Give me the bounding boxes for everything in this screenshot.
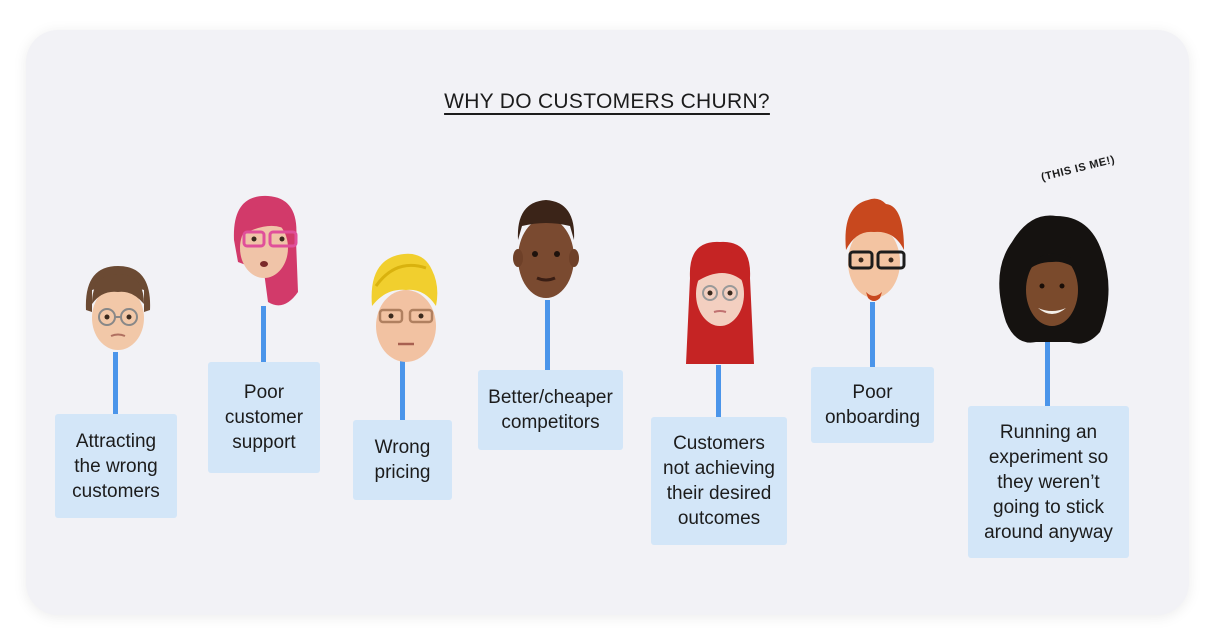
connector-line [113,352,118,414]
memoji-red-hair-black-glasses-avatar [845,198,906,301]
connector-line [716,365,721,417]
reason-box-wrong-pricing: Wrong pricing [353,420,452,500]
curly-hair-woman-photo [999,215,1109,344]
reason-box-competitors: Better/cheaper competitors [478,370,623,450]
connector-line [545,300,550,370]
connector-line [261,306,266,362]
reason-box-wrong-customers: Attracting the wrong customers [55,414,177,518]
reason-box-experiment: Running an experiment so they weren’t go… [968,406,1129,558]
reason-box-outcomes: Customers not achieving their desired ou… [651,417,787,545]
connector-line [1045,340,1050,406]
connector-line [870,302,875,367]
reason-box-customer-support: Poor customer support [208,362,320,473]
memoji-pink-hair-avatar [233,195,298,306]
diagram-title: WHY DO CUSTOMERS CHURN? [444,90,770,113]
memoji-long-red-hair-avatar [686,241,754,364]
reason-box-onboarding: Poor onboarding [811,367,934,443]
memoji-brown-bob-avatar [85,266,151,350]
connector-line [400,360,405,420]
memoji-dark-skin-avatar [513,200,579,298]
memoji-yellow-hair-avatar [371,253,438,362]
